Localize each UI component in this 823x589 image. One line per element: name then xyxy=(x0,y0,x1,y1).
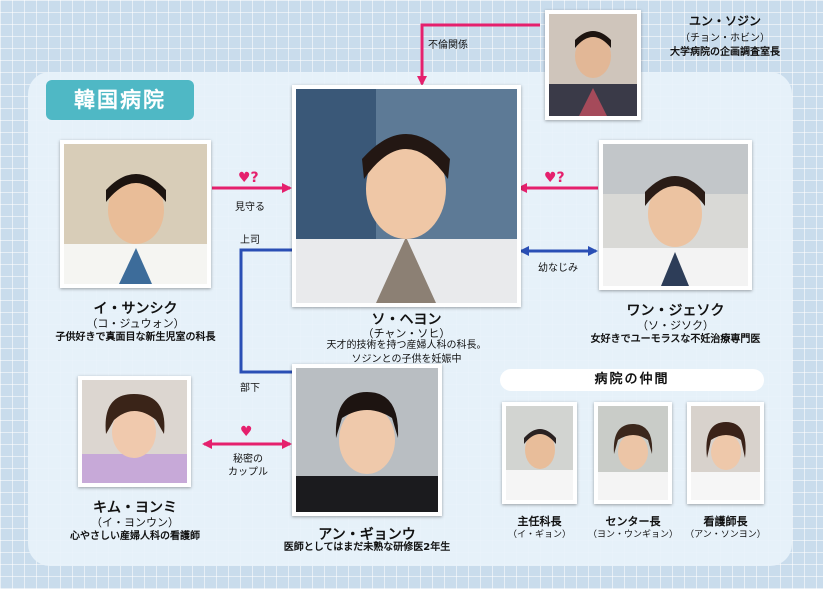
colleague-photo-1 xyxy=(502,402,577,504)
colleague-name-1: 主任科長 xyxy=(517,515,562,528)
couple-label-2: カップル xyxy=(228,467,268,478)
lee-heart-label: ♥? xyxy=(238,170,259,186)
seo-name: ソ・ヘヨン xyxy=(371,312,442,328)
subordinate-label: 部下 xyxy=(240,383,260,394)
colleague-name-2: センター長 xyxy=(605,515,661,528)
boss-label: 上司 xyxy=(240,235,260,246)
yoon-desc: 大学病院の企画調査室長 xyxy=(670,47,780,58)
seo-actor: （チャン・ソヒ） xyxy=(362,327,451,340)
boss-line xyxy=(239,248,293,374)
colleague-photo-2 xyxy=(594,402,672,504)
couple-label-1: 秘密の xyxy=(233,454,263,465)
kim-desc: 心やさしい産婦人科の看護師 xyxy=(70,531,200,542)
colleagues-header: 病院の仲間 xyxy=(500,369,764,391)
watch-label: 見守る xyxy=(235,202,265,213)
childhood-label: 幼なじみ xyxy=(538,263,578,274)
ahn-desc: 医師としてはまだ未熟な研修医2年生 xyxy=(283,542,451,553)
kim-name: キム・ヨンミ xyxy=(93,500,177,516)
wang-heart-label: ♥? xyxy=(544,170,565,186)
wang-actor: （ソ・ジソク） xyxy=(637,319,714,332)
ahn-photo xyxy=(292,364,442,516)
affair-line xyxy=(417,23,540,86)
lee-actor: （コ・ジュウォン） xyxy=(86,317,185,330)
ahn-name: アン・ギョンウ xyxy=(318,527,416,543)
lee-photo xyxy=(60,140,211,288)
yoon-name: ユン・ソジン xyxy=(688,14,761,28)
kim-photo xyxy=(78,376,191,487)
wang-desc: 女好きでユーモラスな不妊治療専門医 xyxy=(590,334,761,345)
hospital-label: 韓国病院 xyxy=(46,80,194,120)
colleague-actor-1: （イ・ギョン） xyxy=(507,530,571,540)
kim-actor: （イ・ヨンウン） xyxy=(91,516,179,529)
seo-photo xyxy=(292,85,521,307)
colleague-name-3: 看護師長 xyxy=(703,515,748,528)
seo-desc-2: ソジンとの子供を妊娠中 xyxy=(351,354,462,365)
lee-desc: 子供好きで真面目な新生児室の科長 xyxy=(55,332,216,343)
couple-heart: ♥ xyxy=(240,424,253,440)
wang-name: ワン・ジェソク xyxy=(626,303,725,319)
wang-photo xyxy=(599,140,752,290)
seo-desc-1: 天才的技術を持つ産婦人科の科長。 xyxy=(326,340,487,351)
lee-name: イ・サンシク xyxy=(93,301,178,317)
yoon-actor: （チョン・ホビン） xyxy=(680,33,770,44)
colleague-actor-3: （アン・ソンヨン） xyxy=(685,530,766,540)
yoon-photo xyxy=(545,10,641,120)
affair-label: 不倫関係 xyxy=(428,40,468,51)
colleague-actor-2: （ヨン・ウンギョン） xyxy=(587,530,678,540)
colleague-photo-3 xyxy=(687,402,764,504)
